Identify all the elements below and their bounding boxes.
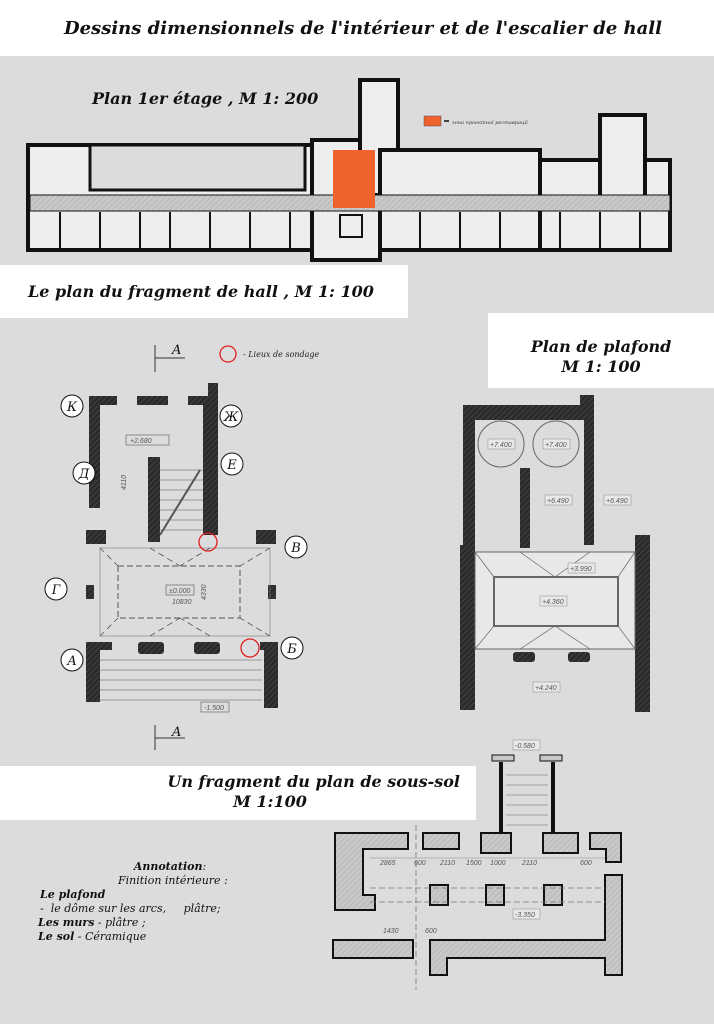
dimension-label: 600	[425, 928, 437, 935]
basement-plan: -0.580 2865 600 2110 1500 1000	[332, 739, 623, 990]
dimension-label: 600	[414, 860, 426, 867]
floor1-plan: зона проектної реставрації	[26, 78, 672, 262]
hall-plan-title: Le plan du fragment de hall , M 1: 100	[28, 282, 374, 301]
annotation-value: - Céramique	[77, 930, 147, 943]
dimension-label: 2110	[521, 860, 537, 867]
dimension-label: 1430	[383, 928, 399, 935]
basement-plan-title-box	[0, 766, 476, 820]
elevation-label: +7.400	[545, 442, 567, 449]
basement-plan-scale: M 1:100	[233, 792, 307, 811]
ceiling-plan: +7.400 +7.400 +6.490 +6.490 +3.990 +4.36…	[460, 395, 650, 712]
sounding-legend-icon	[219, 345, 237, 363]
floor1-plan-title: Plan 1er étage , M 1: 200	[92, 89, 319, 108]
axis-label: Б	[286, 642, 297, 657]
annotation-label: Le sol	[38, 930, 75, 943]
axis-label: Г	[51, 583, 61, 598]
sounding-point	[198, 532, 218, 552]
dimension-label: 4330	[201, 584, 208, 600]
elevation-label: ±0.000	[169, 588, 190, 595]
legend-swatch	[423, 115, 442, 127]
axis-label: Е	[226, 458, 237, 473]
elevation-label: +6.490	[547, 498, 569, 505]
annotation-value: - le dôme sur les arcs, plâtre;	[40, 902, 221, 915]
elevation-label: -1.500	[204, 705, 224, 712]
annotation-row: Les murs - plâtre ;	[20, 916, 280, 930]
axis-label: Д	[78, 467, 90, 482]
elevation-label: +2.680	[130, 438, 152, 445]
section-mark-bottom: A	[171, 725, 181, 740]
axis-label: Ж	[223, 410, 239, 425]
dimension-label: 4110	[121, 475, 128, 490]
hall-plan: A A - Lieux de sondage +2.680 ±0.000 108…	[44, 343, 320, 750]
dimension-label: 10830	[172, 599, 192, 606]
dimension-label: 1500	[466, 860, 482, 867]
axis-label: А	[66, 654, 77, 669]
elevation-label: +4.240	[535, 685, 557, 692]
annotation-row: Le sol - Céramique	[20, 930, 280, 944]
elevation-label: +7.400	[490, 442, 512, 449]
dimension-label: 600	[580, 860, 592, 867]
basement-plan-title: Un fragment du plan de sous-sol	[167, 772, 460, 791]
hall-plan-title-box	[0, 265, 408, 318]
sheet-title: Dessins dimensionnels de l'intérieur et …	[64, 18, 662, 39]
restoration-zone	[333, 150, 375, 208]
elevation-label: -3.350	[515, 912, 535, 919]
dimension-label: 2865	[379, 860, 396, 867]
annotation-value: - plâtre ;	[97, 916, 146, 929]
floor1-legend-label: зона проектної реставрації	[452, 120, 529, 126]
ceiling-plan-scale: M 1: 100	[561, 357, 641, 376]
annotation-label: Le plafond	[40, 888, 106, 901]
axis-label: В	[290, 541, 301, 556]
sounding-point	[240, 638, 260, 658]
axis-label: К	[66, 400, 78, 415]
elevation-label: -0.580	[515, 743, 535, 750]
dimension-label: 2110	[439, 860, 455, 867]
elevation-label: +6.490	[606, 498, 628, 505]
ceiling-plan-title: Plan de plafond	[530, 337, 672, 356]
dimension-label: 1000	[490, 860, 506, 867]
elevation-label: +4.360	[542, 599, 564, 606]
section-mark-top: A	[171, 343, 181, 358]
ceiling-plan-title-box	[488, 313, 714, 388]
sounding-legend-label: - Lieux de sondage	[243, 350, 320, 359]
annotation-heading: Annotation	[133, 860, 203, 873]
annotation-subheading: Finition intérieure :	[118, 874, 228, 887]
annotation-label: Les murs	[38, 916, 95, 929]
annotation-row: Le plafond - le dôme sur les arcs, plâtr…	[20, 888, 280, 916]
annotation-block: Annotation: Finition intérieure : Le pla…	[20, 860, 280, 944]
elevation-label: +3.990	[570, 566, 592, 573]
sheet-title-band	[0, 0, 714, 56]
